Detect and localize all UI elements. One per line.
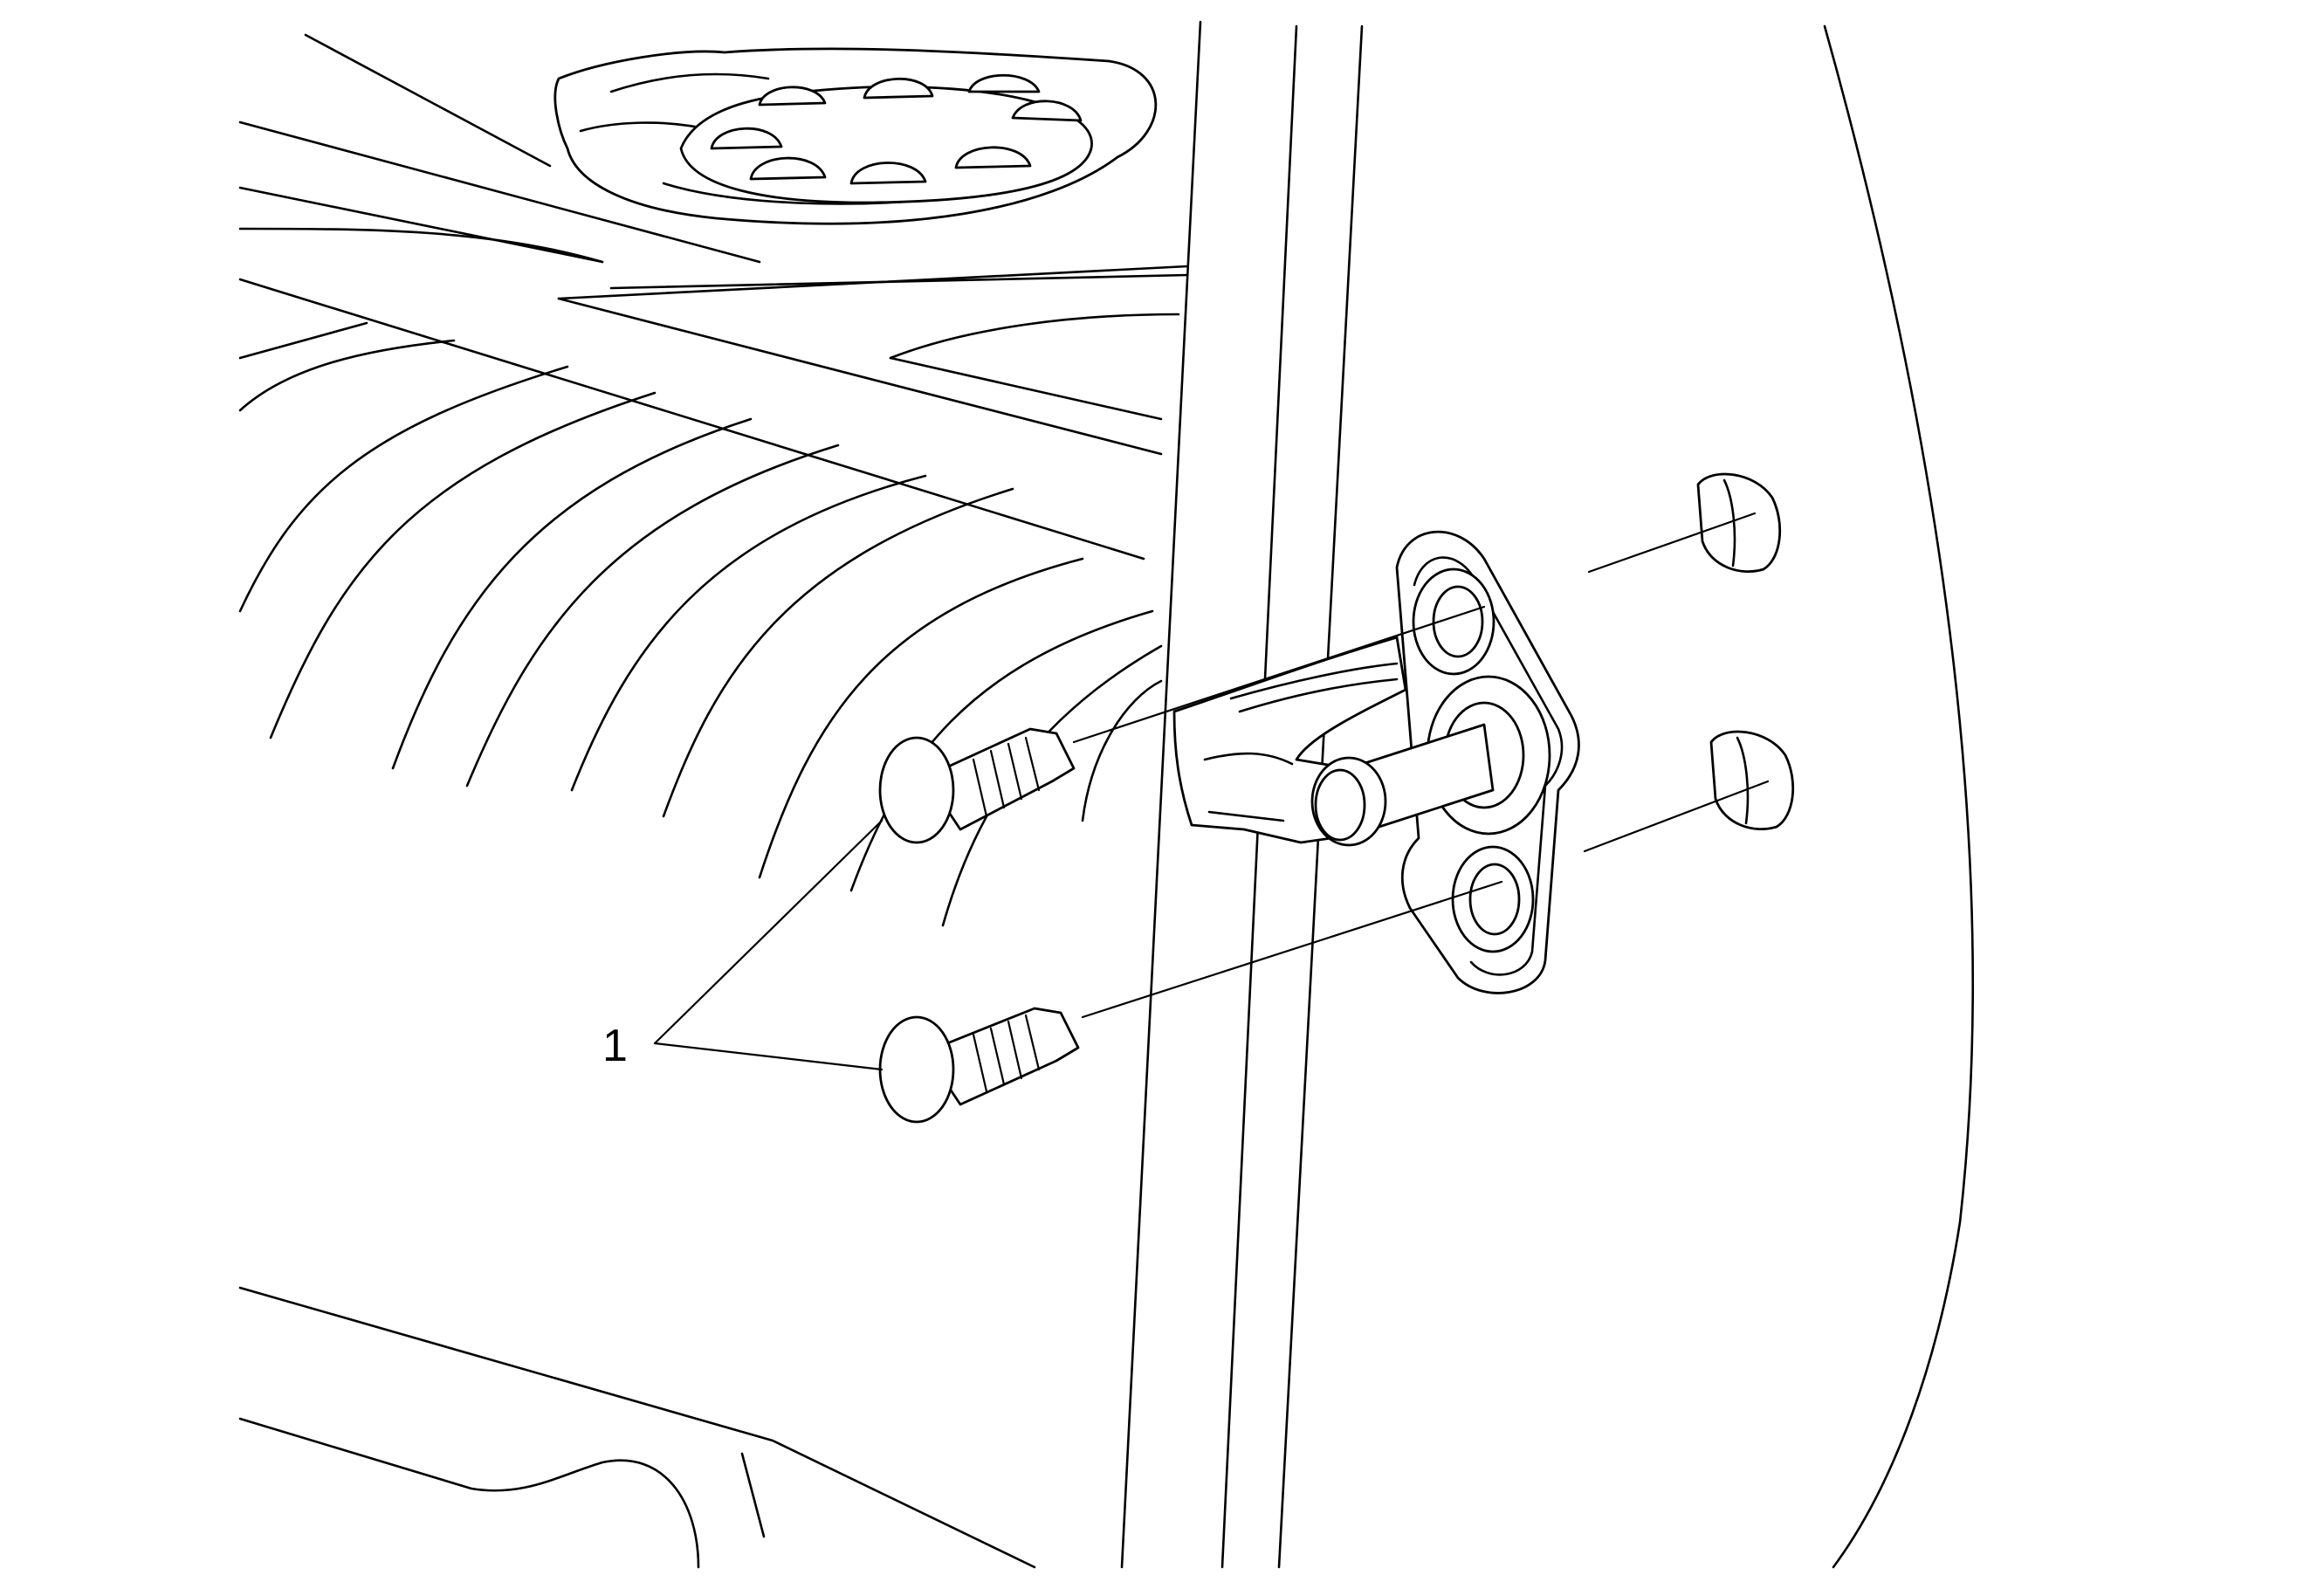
- grommet-cluster: [553, 47, 1158, 225]
- nut-upper: [1696, 472, 1782, 574]
- nut-icon: [1709, 730, 1795, 831]
- door-check-link: [1172, 530, 1580, 994]
- bolt-upper: [878, 727, 1076, 844]
- bolt-icon: [878, 1007, 1080, 1124]
- vehicle-body-linework: [238, 20, 1974, 1569]
- alignment-lines: [1072, 512, 1770, 1019]
- bolt-lower: [878, 1007, 1080, 1124]
- callout-label-1: 1: [602, 1021, 628, 1071]
- nut-icon: [1696, 472, 1782, 574]
- nut-lower: [1709, 730, 1795, 831]
- bolt-icon: [878, 727, 1076, 844]
- callout-1: 1: [602, 819, 884, 1071]
- grommet-bumps: [710, 74, 1083, 185]
